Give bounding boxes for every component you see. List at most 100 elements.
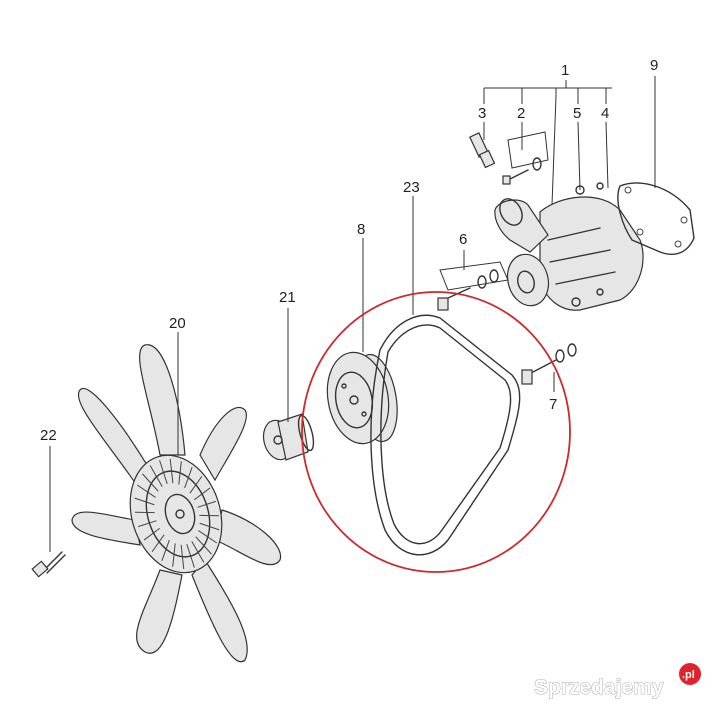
gasket-hole bbox=[674, 240, 682, 248]
fan-spoke bbox=[136, 484, 156, 498]
pump-bolt bbox=[596, 182, 604, 190]
washer bbox=[567, 343, 577, 357]
fan-spoke bbox=[172, 543, 176, 567]
pump-gasket bbox=[617, 182, 695, 256]
watermark-suffix: .pl bbox=[682, 669, 695, 681]
fan-spoke bbox=[142, 473, 159, 492]
fan-spoke bbox=[138, 520, 157, 528]
callout-23: 23 bbox=[403, 179, 420, 196]
fan-spoke bbox=[149, 465, 163, 487]
callout-1: 1 bbox=[561, 62, 569, 79]
watermark-text: Sprzedajemy bbox=[534, 676, 664, 699]
pulley-bore bbox=[349, 395, 359, 405]
callout-6: 6 bbox=[459, 231, 467, 248]
callout-labels: 1 2 3 4 5 6 7 8 9 20 21 22 23 bbox=[40, 57, 658, 444]
spacer-face bbox=[297, 414, 315, 452]
belt-highlight-circle bbox=[301, 291, 571, 573]
fan-spoke bbox=[143, 527, 160, 541]
washer bbox=[489, 269, 499, 283]
gasket-hole bbox=[624, 186, 632, 194]
fan-center-hole bbox=[175, 509, 185, 519]
gasket-hole bbox=[636, 228, 644, 236]
fan-blade bbox=[71, 511, 141, 546]
fan-spoke bbox=[134, 511, 155, 514]
bolt-head bbox=[521, 369, 533, 385]
washer bbox=[532, 157, 542, 171]
fan-blade bbox=[77, 387, 151, 492]
pulley bbox=[326, 351, 398, 445]
pump-ribs bbox=[547, 227, 616, 285]
water-pump bbox=[494, 182, 644, 311]
bolt-shank bbox=[447, 287, 471, 299]
bolt-shank bbox=[507, 169, 529, 181]
fan-bolt bbox=[31, 551, 66, 578]
fan-hub-spokes bbox=[134, 458, 220, 570]
leader-4 bbox=[605, 121, 609, 189]
sensor-thread bbox=[478, 149, 496, 169]
cooling-fan bbox=[71, 344, 282, 663]
bolt-washer-set-7 bbox=[521, 343, 577, 385]
pump-bolt bbox=[571, 297, 581, 307]
fan-spoke bbox=[189, 475, 203, 494]
fan-spoke bbox=[169, 458, 174, 484]
pump-hub-flange bbox=[506, 253, 550, 307]
temperature-sensor bbox=[469, 132, 496, 169]
fan-spoke bbox=[197, 500, 216, 508]
leader-5 bbox=[577, 121, 581, 191]
spacer-hole bbox=[273, 435, 283, 445]
callout-21: 21 bbox=[279, 289, 296, 306]
callout-9: 9 bbox=[650, 57, 658, 74]
fan-spoke bbox=[151, 534, 165, 553]
fan-spoke bbox=[184, 466, 193, 489]
fan-spoke bbox=[180, 544, 185, 570]
fan-spoke bbox=[186, 543, 195, 568]
callout-4: 4 bbox=[601, 105, 609, 122]
washer bbox=[555, 349, 565, 363]
fan-center bbox=[164, 493, 196, 535]
leader-1b bbox=[551, 95, 557, 206]
fan-blade bbox=[214, 509, 282, 566]
fan-spoke bbox=[191, 541, 205, 563]
pump-hub-center bbox=[517, 270, 535, 294]
pulley-face bbox=[334, 371, 374, 429]
bolt-shank bbox=[46, 554, 66, 574]
callout-3: 3 bbox=[478, 105, 486, 122]
fan-blade bbox=[136, 569, 183, 654]
belt-outer bbox=[370, 314, 521, 556]
belt-inner bbox=[380, 324, 512, 545]
watermark: Sprzedajemy .pl bbox=[534, 663, 701, 699]
fan-spoke bbox=[161, 539, 170, 562]
fan-spoke bbox=[199, 514, 220, 517]
fan-spoke bbox=[134, 497, 155, 506]
leader-bracket-1 bbox=[483, 87, 612, 104]
fan-blade bbox=[191, 558, 248, 663]
fan-spacer bbox=[262, 413, 315, 461]
pump-outlet-pipe bbox=[494, 199, 549, 253]
bolt-head bbox=[31, 560, 49, 578]
pump-bolt bbox=[596, 288, 604, 296]
watermark-badge bbox=[679, 663, 701, 685]
callout-7: 7 bbox=[549, 396, 557, 413]
pulley-bolt-hole bbox=[361, 411, 367, 417]
fan-spoke bbox=[195, 536, 212, 555]
fan-blade bbox=[199, 407, 247, 482]
gasket-outline bbox=[617, 182, 695, 256]
fan-spoke bbox=[159, 460, 168, 485]
pump-outlet-opening bbox=[499, 198, 523, 226]
callout-22: 22 bbox=[40, 427, 57, 444]
v-belt bbox=[370, 314, 521, 556]
bolt-head bbox=[437, 297, 449, 311]
callout-5: 5 bbox=[573, 105, 581, 122]
callout-2: 2 bbox=[517, 105, 525, 122]
fan-spoke bbox=[198, 530, 218, 544]
fan-spoke bbox=[199, 522, 220, 531]
pulley-bolt-hole bbox=[341, 383, 347, 389]
fan-spoke bbox=[194, 487, 211, 501]
bolt-shank bbox=[43, 551, 63, 571]
fan-spoke bbox=[178, 461, 182, 485]
bolt-head bbox=[502, 175, 511, 185]
gasket-hole bbox=[680, 216, 688, 224]
callout-20: 20 bbox=[169, 315, 186, 332]
fan-blade bbox=[139, 344, 186, 456]
